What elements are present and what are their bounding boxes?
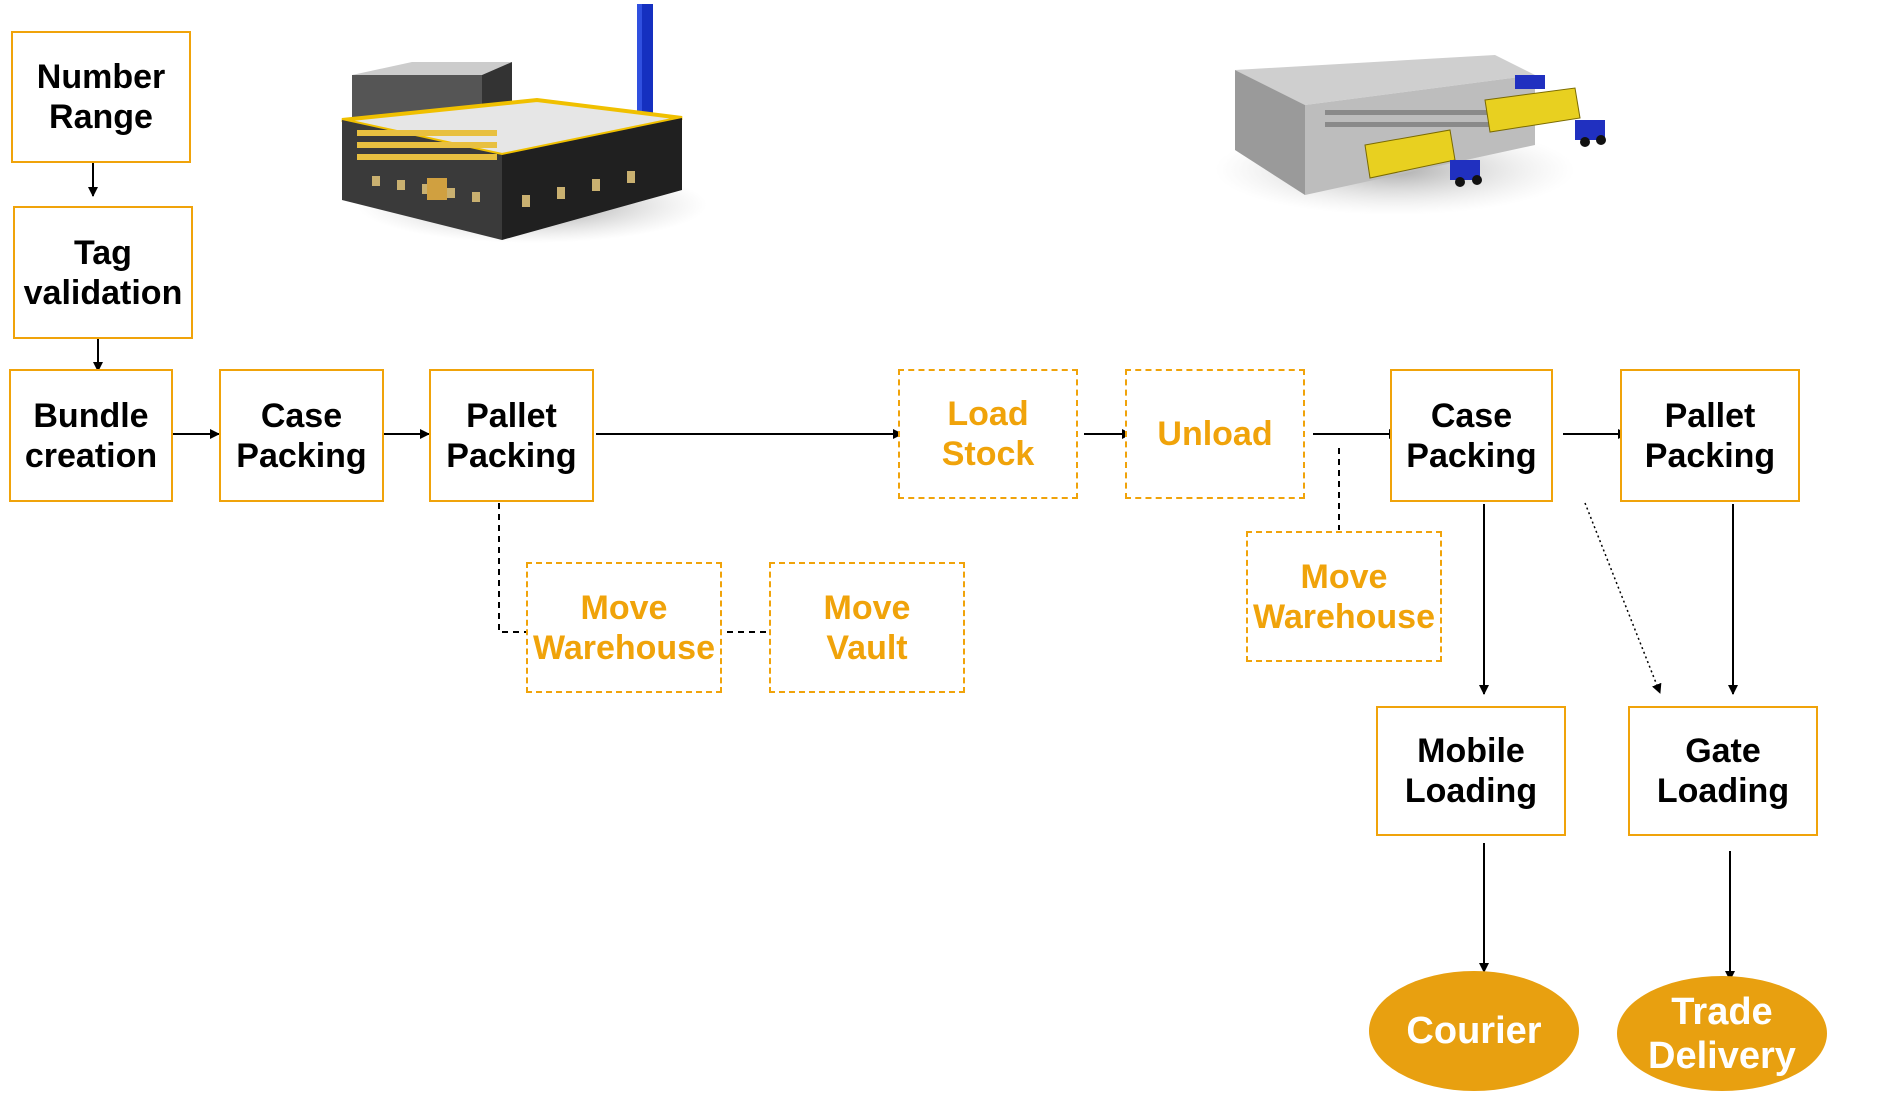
case-packing-box-2: Case Packing — [1390, 369, 1553, 502]
tag-validation-label: Tag validation — [23, 233, 183, 312]
load-stock-label: Load Stock — [941, 395, 1035, 473]
move-warehouse-label-2: Move Warehouse — [1252, 557, 1435, 636]
move-warehouse-label-1: Move Warehouse — [532, 588, 715, 667]
tag-validation-box: Tag validation — [13, 206, 193, 339]
move-warehouse-box-2: Move Warehouse — [1246, 531, 1442, 662]
pallet-packing-label-2: Pallet Packing — [1644, 396, 1776, 475]
number-range-box: Number Range — [11, 31, 191, 163]
number-range-label: Number Range — [36, 58, 166, 136]
case-packing-label-1: Case Packing — [236, 396, 367, 475]
factory-icon — [341, 4, 707, 243]
move-vault-label: Move Vault — [823, 588, 911, 667]
load-stock-box: Load Stock — [898, 369, 1078, 499]
bundle-creation-box: Bundle creation — [9, 369, 173, 502]
gate-loading-label: Gate Loading — [1656, 732, 1790, 810]
unload-label: Unload — [1157, 415, 1273, 453]
courier-oval: Courier — [1369, 971, 1579, 1091]
mobile-loading-box: Mobile Loading — [1376, 706, 1566, 836]
warehouse-with-trucks-icon — [1215, 55, 1606, 215]
trade-delivery-label: Trade Delivery — [1648, 990, 1796, 1077]
move-vault-box: Move Vault — [769, 562, 965, 693]
mobile-loading-label: Mobile Loading — [1404, 732, 1538, 810]
gate-loading-box: Gate Loading — [1628, 706, 1818, 836]
unload-box: Unload — [1125, 369, 1305, 499]
courier-label: Courier — [1406, 1010, 1542, 1052]
pallet-packing-box-1: Pallet Packing — [429, 369, 594, 502]
move-warehouse-box-1: Move Warehouse — [526, 562, 722, 693]
bundle-creation-label: Bundle creation — [24, 396, 158, 475]
pallet-packing-label-1: Pallet Packing — [446, 396, 577, 475]
case-packing-box-1: Case Packing — [219, 369, 384, 502]
case-packing-label-2: Case Packing — [1406, 396, 1537, 475]
pallet-packing-box-2: Pallet Packing — [1620, 369, 1800, 502]
trade-delivery-oval: Trade Delivery — [1617, 976, 1827, 1091]
dotted-arrow-case-to-gate — [1584, 502, 1662, 694]
